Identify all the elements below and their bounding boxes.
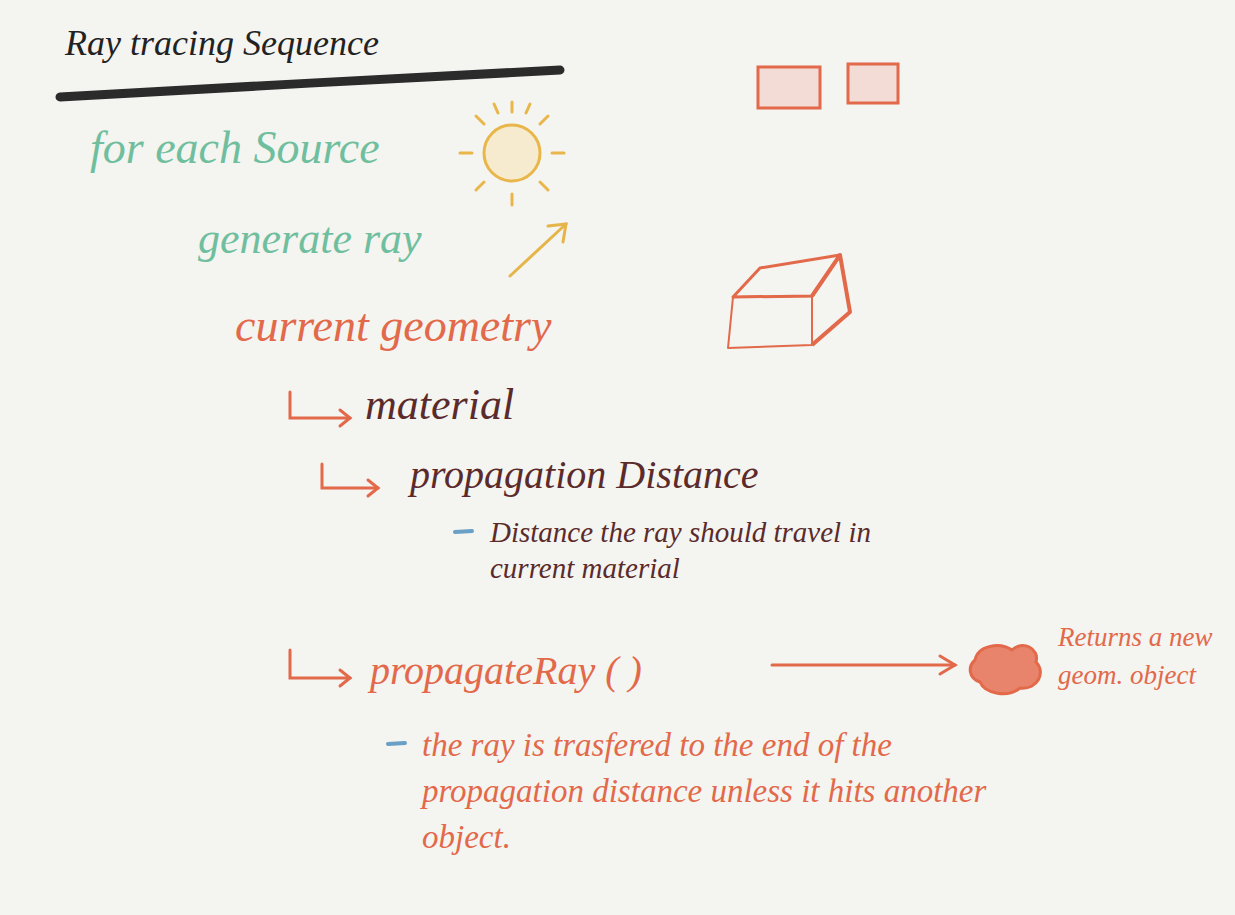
title-underline [60,70,560,97]
hook-arrow [290,650,350,686]
bullet-dash [455,531,472,532]
bullet-dash [388,743,405,744]
small-box [848,64,898,103]
step-label: current geometry [235,300,551,353]
hook-arrow [290,392,350,426]
return-arrow [772,656,955,674]
sun-icon [460,102,564,205]
hook-arrow [322,464,378,496]
geometry-blob [970,646,1040,694]
title: Ray tracing Sequence [65,22,379,64]
geometry-box-icon [728,255,850,348]
step-label: material [365,380,514,431]
step-label: propagation Distance [410,452,759,498]
step-label: propagateRay ( ) [370,648,642,694]
note: Returns a new geom. object [1058,618,1223,694]
note: Distance the ray should travel in curren… [490,514,910,586]
loop-label: for each Source [90,122,380,175]
ray-arrow [510,224,566,276]
note: the ray is trasfered to the end of the p… [422,722,1012,860]
step-label: generate ray [198,214,422,265]
small-box [758,67,820,108]
